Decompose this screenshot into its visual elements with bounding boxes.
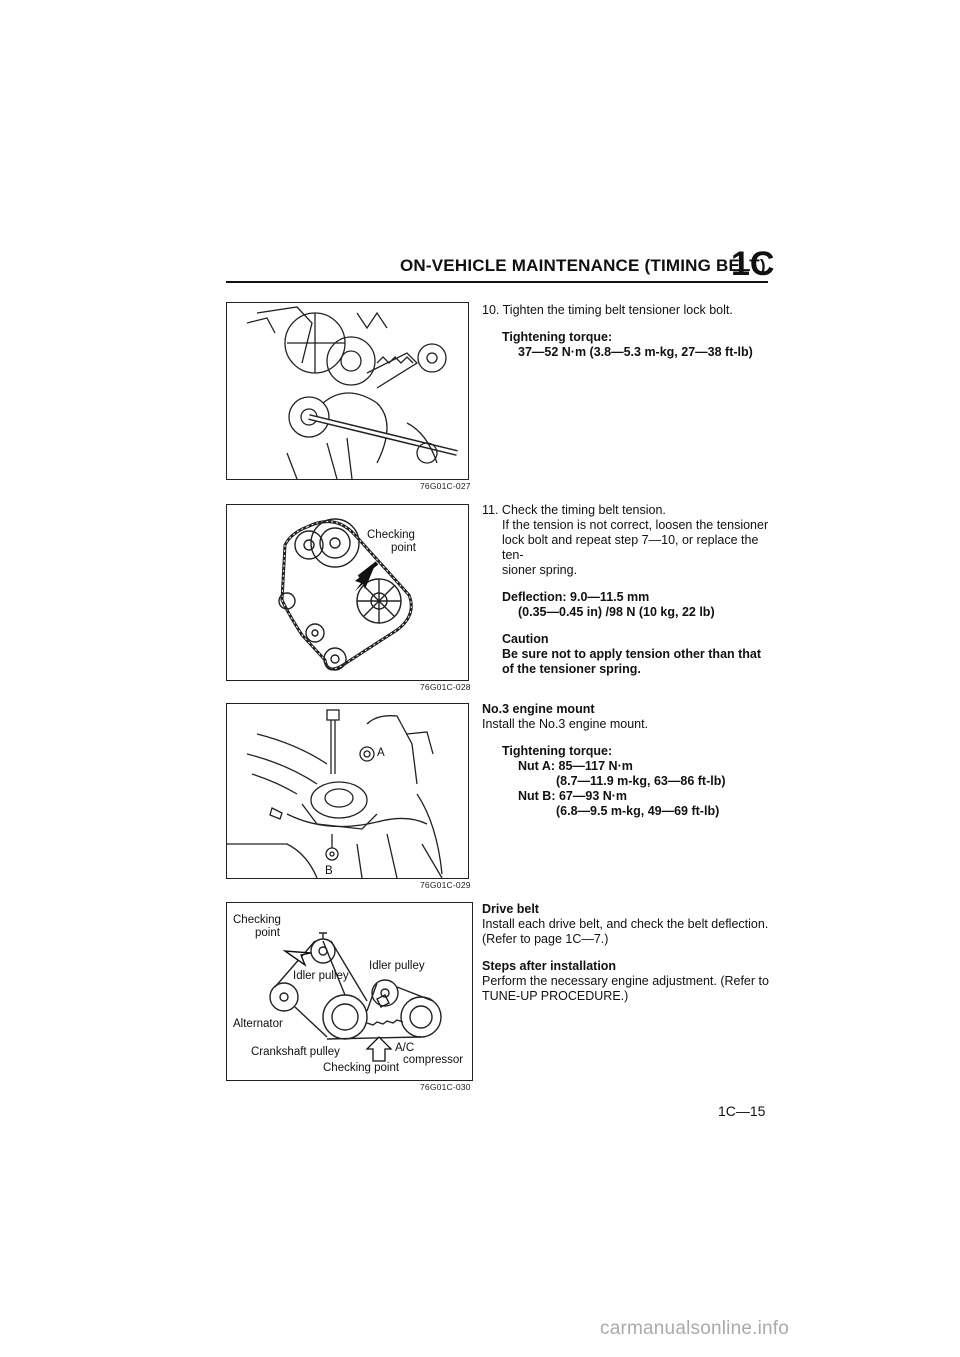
- after-install-heading: Steps after installation: [482, 959, 617, 973]
- step-11-line1: 11. Check the timing belt tension.: [482, 503, 666, 517]
- page-header-title: ON-VEHICLE MAINTENANCE (TIMING BELT): [400, 256, 766, 275]
- engine-mount-text: Install the No.3 engine mount.: [482, 717, 649, 731]
- drive-belt-line2: (Refer to page 1C—7.): [482, 932, 609, 946]
- figure-caption: 76G01C-030: [420, 1082, 471, 1092]
- drive-belt-heading: Drive belt: [482, 902, 539, 916]
- nut-a-torque: Nut A: 85—117 N·m: [518, 759, 633, 773]
- alternator-label: Alternator: [233, 1018, 283, 1030]
- header-rule: [226, 281, 768, 283]
- engine-mount-illustration: A B: [227, 709, 443, 878]
- mount-torque-heading: Tightening torque:: [502, 744, 613, 758]
- figure-drive-belt: Checking point Idler pulley Idler pulley…: [226, 902, 473, 1081]
- caution-heading: Caution: [502, 632, 549, 646]
- figure-caption: 76G01C-028: [420, 682, 471, 692]
- engine-mount-heading: No.3 engine mount: [482, 702, 595, 716]
- watermark: carmanualsonline.info: [600, 1318, 790, 1339]
- nut-b-label: B: [325, 865, 333, 877]
- torque-heading: Tightening torque:: [502, 330, 613, 344]
- deflection-detail: (0.35—0.45 in) /98 N (10 kg, 22 lb): [518, 605, 715, 619]
- caution-line2: of the tensioner spring.: [502, 662, 641, 676]
- checking-arrow-icon: [365, 1036, 393, 1062]
- tensioner-illustration: [246, 306, 458, 479]
- section-code: 1C: [731, 245, 775, 283]
- step-11: 11. Check the timing belt tension. If th…: [482, 503, 782, 677]
- figure-caption: 76G01C-029: [420, 880, 471, 890]
- page-number: 1C—15: [718, 1103, 766, 1119]
- idler-pulley-label: Idler pulley: [369, 960, 425, 972]
- torque-value: 37—52 N·m (3.8—5.3 m-kg, 27—38 ft-lb): [518, 345, 753, 359]
- checking-arrow-icon: [355, 565, 375, 591]
- crankshaft-pulley-label: Crankshaft pulley: [251, 1046, 340, 1058]
- figure-engine-mount: A B: [226, 703, 469, 879]
- drive-belt-line1: Install each drive belt, and check the b…: [482, 917, 769, 931]
- engine-mount-section: No.3 engine mount Install the No.3 engin…: [482, 702, 782, 819]
- figure-caption: 76G01C-027: [420, 481, 471, 491]
- compressor-label: compressor: [403, 1054, 463, 1066]
- checking-label: Checking: [367, 529, 415, 541]
- nut-a-label: A: [377, 747, 385, 759]
- ac-label: A/C: [395, 1042, 414, 1054]
- after-install-line1: Perform the necessary engine adjustment.…: [482, 974, 769, 988]
- checking-arrow-icon: [282, 950, 312, 967]
- nut-b-torque: Nut B: 67—93 N·m: [518, 789, 628, 803]
- point-label: point: [391, 542, 417, 554]
- nut-a-detail: (8.7—11.9 m-kg, 63—86 ft-lb): [556, 774, 726, 788]
- checking-point-label: Checking point: [323, 1062, 400, 1074]
- step-11-line3: lock bolt and repeat step 7—10, or repla…: [502, 533, 759, 562]
- after-install-line2: TUNE-UP PROCEDURE.): [482, 989, 629, 1003]
- checking-label: Checking: [233, 914, 281, 926]
- step-10-text: 10. Tighten the timing belt tensioner lo…: [482, 303, 733, 317]
- drive-belt-illustration: Checking point Idler pulley Idler pulley…: [233, 914, 463, 1074]
- step-10: 10. Tighten the timing belt tensioner lo…: [482, 303, 772, 360]
- step-11-line4: sioner spring.: [502, 563, 578, 577]
- nut-b-detail: (6.8—9.5 m-kg, 49—69 ft-lb): [556, 804, 720, 818]
- drive-belt-section: Drive belt Install each drive belt, and …: [482, 902, 782, 1004]
- deflection-heading: Deflection: 9.0—11.5 mm: [502, 590, 650, 604]
- caution-line1: Be sure not to apply tension other than …: [502, 647, 762, 661]
- idler-pulley-label: Idler pulley: [293, 970, 349, 982]
- point-label: point: [255, 927, 281, 939]
- step-11-line2: If the tension is not correct, loosen th…: [502, 518, 769, 532]
- timing-belt-illustration: Checking point: [278, 518, 417, 671]
- figure-tensioner-wrench: [226, 302, 469, 480]
- figure-timing-belt: Checking point: [226, 504, 469, 681]
